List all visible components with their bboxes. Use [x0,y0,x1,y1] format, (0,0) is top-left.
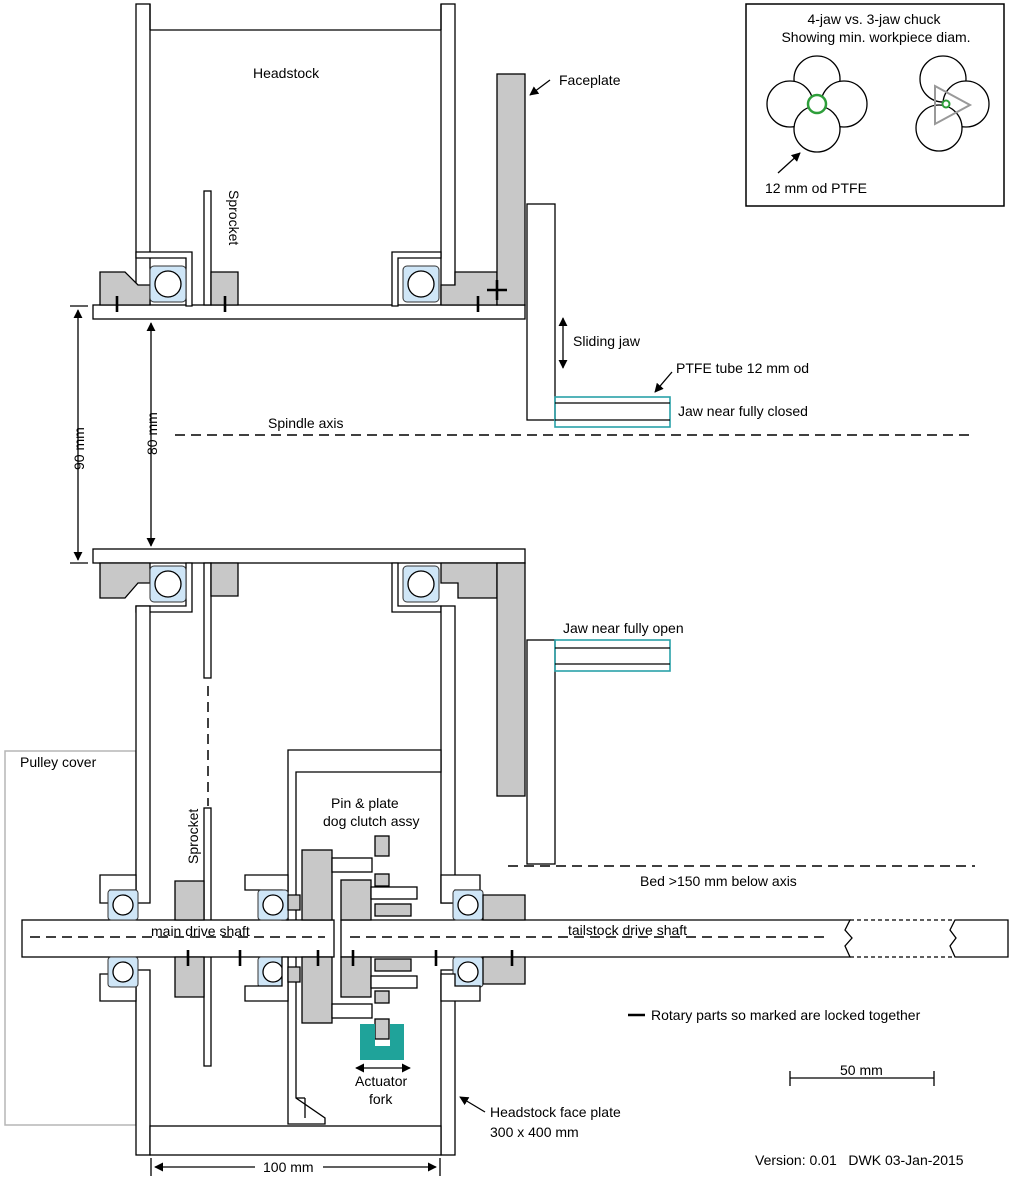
bed-label: Bed >150 mm below axis [640,873,797,889]
dog-clutch-label-2: dog clutch assy [323,813,420,829]
faceplate-top [496,73,526,306]
scale-label: 50 mm [840,1062,883,1078]
spindle-bottom [92,548,526,564]
bearing-ball [112,894,134,916]
bearing-ball [262,961,284,983]
spindle-top [92,304,526,320]
sprocket-top [203,190,212,306]
drive-section [4,548,1009,1156]
bearing-ball [457,961,479,983]
sprocket-hub-top [210,271,239,306]
dimensions [70,305,568,564]
dim-90-label: 90 mm [71,427,87,470]
faceplate-bottom [496,562,526,797]
scale-bar [789,1071,935,1086]
headstock-plate-label-1: Headstock face plate [490,1104,621,1120]
faceplate-label: Faceplate [559,72,621,88]
spindle-axis-label: Spindle axis [268,415,344,431]
sprocket-top-label: Sprocket [226,190,242,245]
actuator-label-2: fork [369,1091,393,1107]
sliding-jaw-top [526,203,556,421]
actuator-label-1: Actuator [355,1073,407,1089]
tailstock-drive-shaft [340,919,853,958]
jaw-open-label: Jaw near fully open [563,620,684,636]
clutch-pin-plate [340,879,372,921]
dim-100-label: 100 mm [263,1159,314,1175]
sliding-jaw-label: Sliding jaw [573,333,641,349]
bearing-ball [457,894,479,916]
chuck-inset [745,3,1005,207]
sprocket-hub-mid [210,562,239,597]
headstock-top-section [92,3,671,428]
ptfe-tube-label: PTFE tube 12 mm od [676,360,809,376]
inset-title-2: Showing min. workpiece diam. [781,29,970,45]
bearing-ball [154,270,182,298]
bearing-ball [407,570,435,598]
workpiece-3jaw [941,99,951,109]
bearing-ball [154,570,182,598]
sliding-jaw-bottom [526,639,556,865]
ptfe-tube-open [554,639,671,672]
dim-80-label: 80 mm [144,412,160,455]
main-drive-shaft-label: main drive shaft [151,923,250,939]
inset-title-1: 4-jaw vs. 3-jaw chuck [807,11,941,27]
version-label: Version: 0.01 DWK 03-Jan-2015 [755,1152,964,1168]
tailstock-shaft-label: tailstock drive shaft [568,922,687,938]
left-collar-bottom [99,562,151,599]
dog-clutch-label-1: Pin & plate [331,795,399,811]
lock-legend-label: Rotary parts so marked are locked togeth… [651,1007,921,1023]
jaw-closed-label: Jaw near fully closed [678,403,808,419]
headstock-plate-label-2: 300 x 400 mm [490,1124,579,1140]
ptfe-tube-closed [554,396,671,428]
clutch-plate [301,849,333,921]
actuator-fork [360,1024,404,1060]
sprocket-bottom-label: Sprocket [185,809,201,864]
bearing-ball [407,270,435,298]
headstock-left-wall [135,3,151,307]
bearing-ball [262,894,284,916]
sprocket-mid [203,562,212,679]
pulley-cover-label: Pulley cover [20,754,97,770]
headstock-left-wall-bottom [135,605,151,904]
headstock-label: Headstock [253,65,320,81]
headstock-right-wall [440,3,456,307]
headstock-right-wall-bottom [440,605,456,904]
inset-ptfe-label: 12 mm od PTFE [765,180,867,196]
bearing-ball [112,961,134,983]
headstock-face-plate [149,1125,442,1156]
main-drive-shaft [21,919,335,958]
workpiece-4jaw [806,93,828,115]
right-collar-bottom [440,562,498,599]
